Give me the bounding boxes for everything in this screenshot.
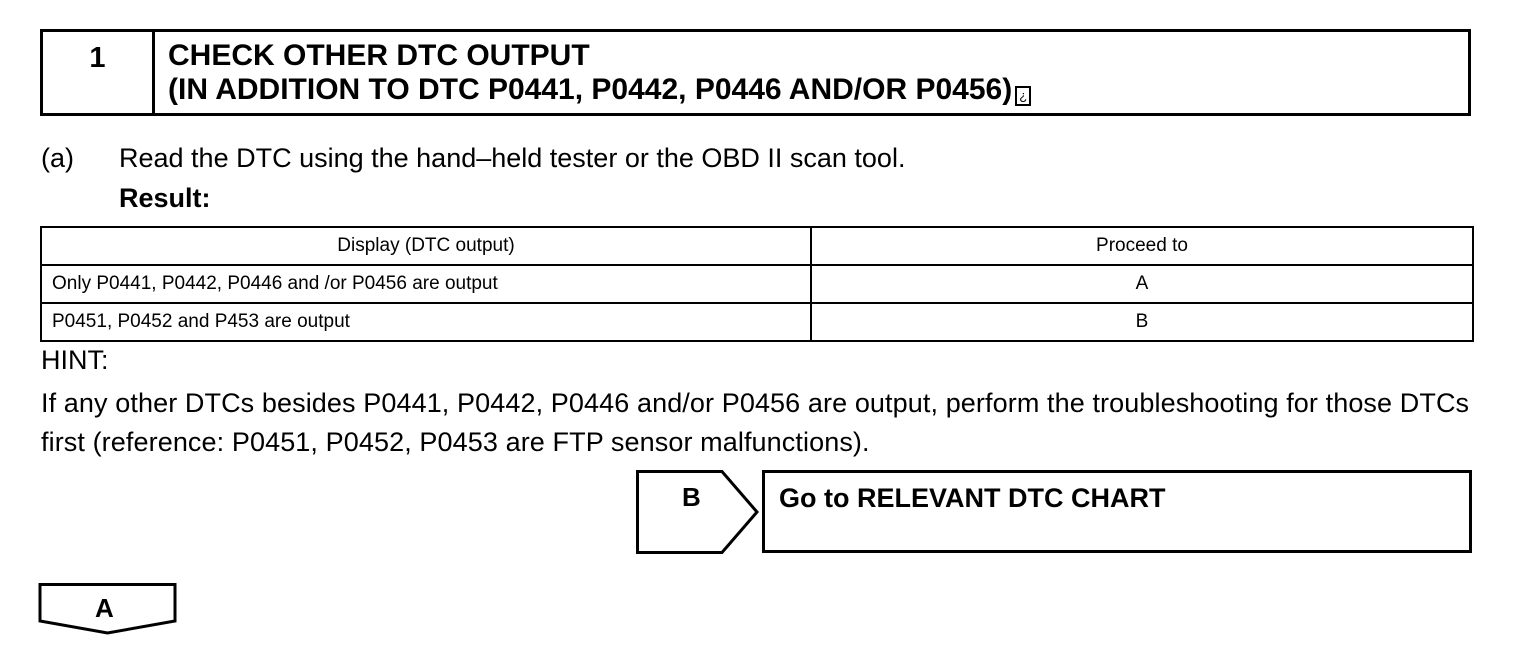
right-arrow-icon xyxy=(636,470,759,554)
table-cell-display: Only P0441, P0442, P0446 and /or P0456 a… xyxy=(40,264,812,304)
table-cell-display: P0451, P0452 and P453 are output xyxy=(40,302,812,342)
branch-b-action-text: Go to RELEVANT DTC CHART xyxy=(779,483,1166,513)
step-header-box: 1 CHECK OTHER DTC OUTPUT (IN ADDITION TO… xyxy=(40,29,1471,116)
unknown-glyph-icon: ¿ xyxy=(1015,86,1032,106)
table-cell-proceed: B xyxy=(810,302,1474,342)
branch-b-label: B xyxy=(682,482,701,512)
hint-text: If any other DTCs besides P0441, P0442, … xyxy=(41,388,1470,457)
branch-b-action-box: Go to RELEVANT DTC CHART xyxy=(762,470,1472,553)
table-header-display: Display (DTC output) xyxy=(40,226,812,266)
table-header-proceed: Proceed to xyxy=(810,226,1474,266)
result-label: Result: xyxy=(119,183,211,213)
result-table: Display (DTC output) Proceed to Only P04… xyxy=(40,226,1474,342)
step-title-line-2: (IN ADDITION TO DTC P0441, P0442, P0446 … xyxy=(168,73,1032,107)
step-number: 1 xyxy=(43,32,155,113)
step-title: CHECK OTHER DTC OUTPUT (IN ADDITION TO D… xyxy=(155,32,1032,113)
down-arrow-icon xyxy=(38,583,177,635)
table-row: P0451, P0452 and P453 are output B xyxy=(40,302,1474,342)
hint-label: HINT: xyxy=(41,345,109,375)
instruction-text: Read the DTC using the hand–held tester … xyxy=(119,143,906,173)
table-cell-proceed: A xyxy=(810,264,1474,304)
table-header-row: Display (DTC output) Proceed to xyxy=(40,226,1474,266)
branch-b-arrow: B xyxy=(636,470,760,554)
step-title-line-1: CHECK OTHER DTC OUTPUT xyxy=(168,39,590,72)
step-title-line-2-text: (IN ADDITION TO DTC P0441, P0442, P0446 … xyxy=(168,73,1013,106)
instruction-label: (a) xyxy=(41,143,74,173)
branch-a-arrow: A xyxy=(38,583,178,635)
branch-a-label: A xyxy=(95,593,114,623)
table-row: Only P0441, P0442, P0446 and /or P0456 a… xyxy=(40,264,1474,304)
